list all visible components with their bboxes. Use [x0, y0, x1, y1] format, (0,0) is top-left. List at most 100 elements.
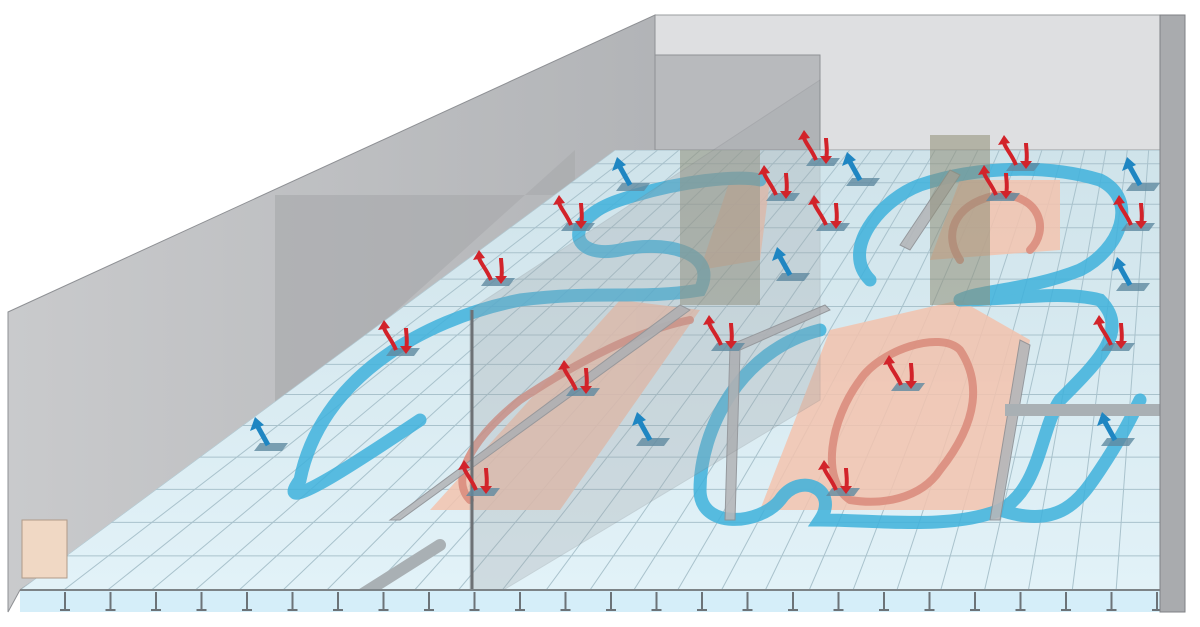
air-arrow: [562, 367, 578, 391]
arrow-head-icon: [905, 381, 917, 389]
arrow-head-icon: [580, 386, 592, 394]
air-arrow: [477, 257, 493, 281]
arrow-head-icon: [840, 486, 852, 494]
grid-line: [238, 150, 723, 590]
arrow-head-icon: [978, 165, 990, 175]
air-arrow: [637, 420, 653, 442]
warm-diffuser: [808, 195, 850, 231]
floor-plenum: [20, 590, 1160, 612]
grid-line: [63, 150, 637, 590]
arrow-head-icon: [820, 156, 832, 164]
arrow-head-icon: [842, 152, 856, 166]
arrow-head-icon: [1112, 257, 1126, 271]
arrow-head-icon: [1115, 341, 1127, 349]
grid-line: [195, 150, 701, 590]
column-right: [930, 135, 990, 305]
perimeter-fan-coil-unit: [21, 519, 68, 579]
cool-diffuser: [842, 152, 880, 186]
warm-diffuser: [458, 460, 500, 496]
cool-loop-back: [853, 162, 1129, 307]
air-arrow: [617, 165, 633, 187]
air-arrow: [762, 172, 778, 196]
air-arrow: [802, 137, 818, 161]
diffuser-grille: [1101, 438, 1135, 446]
glass-partition: [469, 79, 821, 611]
arrow-head-icon: [1020, 161, 1032, 169]
warm-diffuser: [1113, 195, 1155, 231]
arrow-head-icon: [458, 460, 470, 470]
arrow-head-icon: [703, 315, 715, 325]
grid-line: [501, 150, 851, 590]
arrow-head-icon: [632, 412, 646, 426]
arrow-head-icon: [1122, 157, 1136, 171]
arrow-head-icon: [1097, 412, 1111, 426]
diffuser-grille: [1126, 183, 1160, 191]
warm-diffuser: [553, 195, 595, 231]
arrow-head-icon: [1000, 191, 1012, 199]
air-arrow: [1117, 202, 1133, 226]
arrow-head-icon: [808, 195, 820, 205]
diffuser-grille: [636, 438, 670, 446]
cool-diffuser: [772, 247, 810, 281]
arrow-head-icon: [780, 191, 792, 199]
arrow-head-icon: [818, 460, 830, 470]
arrow-head-icon: [830, 221, 842, 229]
warm-diffuser: [798, 130, 840, 166]
warm-diffuser: [473, 250, 515, 286]
warm-diffuser: [378, 320, 420, 356]
cool-air-loops: [287, 162, 1147, 529]
warm-diffuser: [818, 460, 860, 496]
air-arrow: [982, 172, 998, 196]
right-wall: [1159, 14, 1186, 613]
diffuser-grille: [846, 178, 880, 186]
arrow-head-icon: [998, 135, 1010, 145]
air-arrow: [887, 362, 903, 386]
air-arrow: [1127, 165, 1143, 187]
diffuser-grille: [1116, 283, 1150, 291]
air-arrow: [777, 255, 793, 277]
arrow-head-icon: [883, 355, 895, 365]
air-arrow: [1117, 265, 1133, 287]
arrow-head-icon: [553, 195, 565, 205]
arrow-head-icon: [758, 165, 770, 175]
arrow-head-icon: [1093, 315, 1105, 325]
cool-diffuser: [1097, 412, 1135, 446]
arrow-head-icon: [772, 247, 786, 261]
cool-diffuser: [250, 417, 288, 451]
warm-diffuser: [1093, 315, 1135, 351]
cool-loop-center: [693, 289, 1119, 529]
arrow-head-icon: [495, 276, 507, 284]
floor-pedestals: [60, 592, 1162, 611]
air-arrow: [1002, 142, 1018, 166]
column-left: [680, 150, 760, 305]
grid-line: [107, 150, 659, 590]
warm-zone-left: [430, 300, 700, 510]
arrow-head-icon: [473, 250, 485, 260]
arrow-head-icon: [612, 157, 626, 171]
arrow-head-icon: [1113, 195, 1125, 205]
arrow-head-icon: [575, 221, 587, 229]
warm-diffuser: [558, 360, 600, 396]
arrow-head-icon: [558, 360, 570, 370]
diffuser-grille: [616, 183, 650, 191]
cool-diffuser: [1122, 157, 1160, 191]
air-arrow: [707, 322, 723, 346]
floor-diffusers: [250, 130, 1160, 496]
air-arrow: [847, 160, 863, 182]
warm-diffuser: [998, 135, 1040, 171]
arrow-head-icon: [1135, 221, 1147, 229]
air-arrow: [1102, 420, 1118, 442]
air-arrow: [255, 425, 271, 447]
air-arrow: [462, 467, 478, 491]
air-arrow: [1097, 322, 1113, 346]
grid-line: [282, 150, 744, 590]
arrow-head-icon: [480, 486, 492, 494]
arrow-head-icon: [725, 341, 737, 349]
air-arrow: [382, 327, 398, 351]
cool-loop-far: [993, 393, 1147, 523]
air-arrow: [822, 467, 838, 491]
warm-diffuser: [758, 165, 800, 201]
warm-diffuser: [883, 355, 925, 391]
warm-loop-center: [827, 338, 978, 506]
